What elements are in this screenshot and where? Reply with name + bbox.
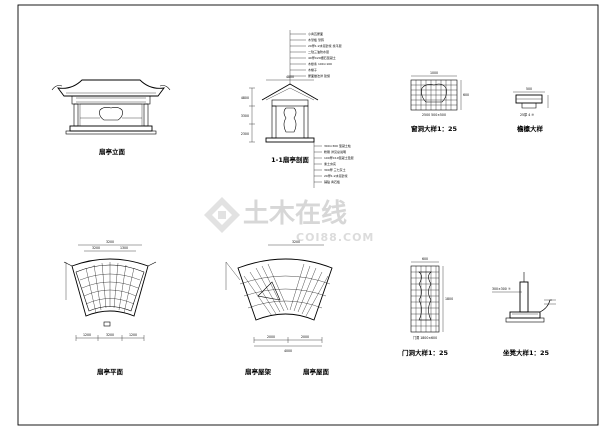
title-section: 1-1扇亭剖面 — [271, 155, 309, 164]
sec-note-top-8: 屋面做法详 建施 — [308, 73, 330, 78]
dim-roof-b3: 4000 — [284, 349, 292, 353]
title-plan: 扇亭平面 — [97, 367, 124, 376]
watermark-sub: COI88.COM — [296, 231, 374, 244]
sec-note-top-3: 20厚1:2水泥砂浆 找平层 — [308, 43, 342, 48]
dim-plan-top: 3200 — [106, 240, 114, 244]
dim-sec-h3: 2300 — [241, 132, 249, 136]
eave-detail: 500 25厚 4 ⑨ 檐檩大样 — [513, 87, 549, 133]
dim-roof-top: 3200 — [292, 240, 300, 244]
sec-note-top-5: 40厚C20细石混凝土 — [308, 55, 336, 60]
dim-sec-h2: 3300 — [241, 114, 249, 118]
title-eave-detail: 檐檩大样 — [517, 124, 544, 133]
dim-door-w: 600 — [422, 257, 428, 261]
sec-note-bot-6: 20厚1:2水泥砂浆 — [324, 173, 348, 178]
dim-win-h: 600 — [463, 93, 469, 97]
dim-plan-b1: 1200 — [83, 333, 91, 337]
sec-note-bot-7: 铺贴 青石板 — [324, 179, 340, 184]
sec-note-bot-3: 100厚C10混凝土垫层 — [324, 155, 354, 160]
pavilion-section: 4800 3300 2300 4800 小青瓦屋面 木望板 望砖 20厚1:2水… — [241, 30, 354, 188]
win-label: 2500 500×500 — [422, 113, 446, 117]
door-label: 门洞 1800×600 — [413, 335, 437, 340]
sec-note-top-4: 二毡三油防水层 — [308, 49, 329, 54]
dim-plan-b3: 1200 — [129, 333, 137, 337]
title-elevation: 扇亭立面 — [99, 147, 126, 156]
sec-note-bot-1: 300×300 混凝土柱 — [324, 143, 351, 148]
roof-rafters — [239, 263, 331, 317]
pavilion-roof: 3200 2000 2000 4000 扇亭屋架 扇亭屋面 — [225, 240, 333, 376]
seat-detail: 300×300 ⑦ 坐凳大样1：25 — [492, 272, 556, 357]
watermark-main: 土木在线 — [243, 199, 347, 229]
sec-note-bot-5: 300厚 三七灰土 — [324, 167, 346, 172]
sec-note-top-6: 木檩条 100×100 — [308, 61, 332, 66]
watermark: 土木在线 COI88.COM — [204, 197, 374, 244]
dim-plan-w2: 1300 — [120, 246, 128, 250]
window-detail: 1000 600 2500 500×500 窗洞大样1：25 — [410, 71, 469, 133]
dim-roof-b1: 2000 — [267, 335, 275, 339]
door-grid — [411, 266, 439, 332]
sheet-border — [17, 4, 599, 426]
dim-eave-w: 500 — [526, 87, 532, 91]
sec-note-bot-2: 粉刷 详见总说明 — [324, 149, 346, 154]
dim-door-h: 1800 — [445, 297, 453, 301]
plan-tile-grid — [79, 262, 141, 314]
diamond-logo-icon — [204, 197, 240, 233]
pavilion-plan: 3200 3200 1300 1200 3200 1200 扇亭平面 — [63, 240, 157, 376]
sec-note-bot-4: 素土夯实 — [324, 161, 336, 166]
title-window-detail: 窗洞大样1：25 — [411, 124, 458, 133]
title-seat-detail: 坐凳大样1：25 — [503, 348, 550, 357]
title-roof-plan: 扇亭屋面 — [303, 367, 330, 376]
sec-note-top-7: 木椽子 — [308, 67, 317, 72]
sec-note-top-1: 小青瓦屋面 — [308, 31, 323, 36]
pavilion-elevation: 扇亭立面 — [51, 79, 171, 156]
door-detail: 600 1800 门洞 1800×600 门洞大样1：25 — [402, 257, 453, 357]
dim-roof-b2: 2000 — [301, 335, 309, 339]
pillar-label: 300×300 ⑦ — [492, 287, 511, 291]
title-door-detail: 门洞大样1：25 — [402, 348, 449, 357]
sec-note-top-2: 木望板 望砖 — [308, 37, 324, 42]
dim-plan-w1: 3200 — [92, 246, 100, 250]
title-roof-frame: 扇亭屋架 — [245, 367, 272, 376]
eave-note: 25厚 4 ⑨ — [520, 112, 534, 117]
dim-sec-h1: 4800 — [241, 96, 249, 100]
dim-win-w: 1000 — [430, 71, 438, 75]
dim-plan-b2: 3200 — [106, 333, 114, 337]
window-grid — [411, 80, 457, 110]
